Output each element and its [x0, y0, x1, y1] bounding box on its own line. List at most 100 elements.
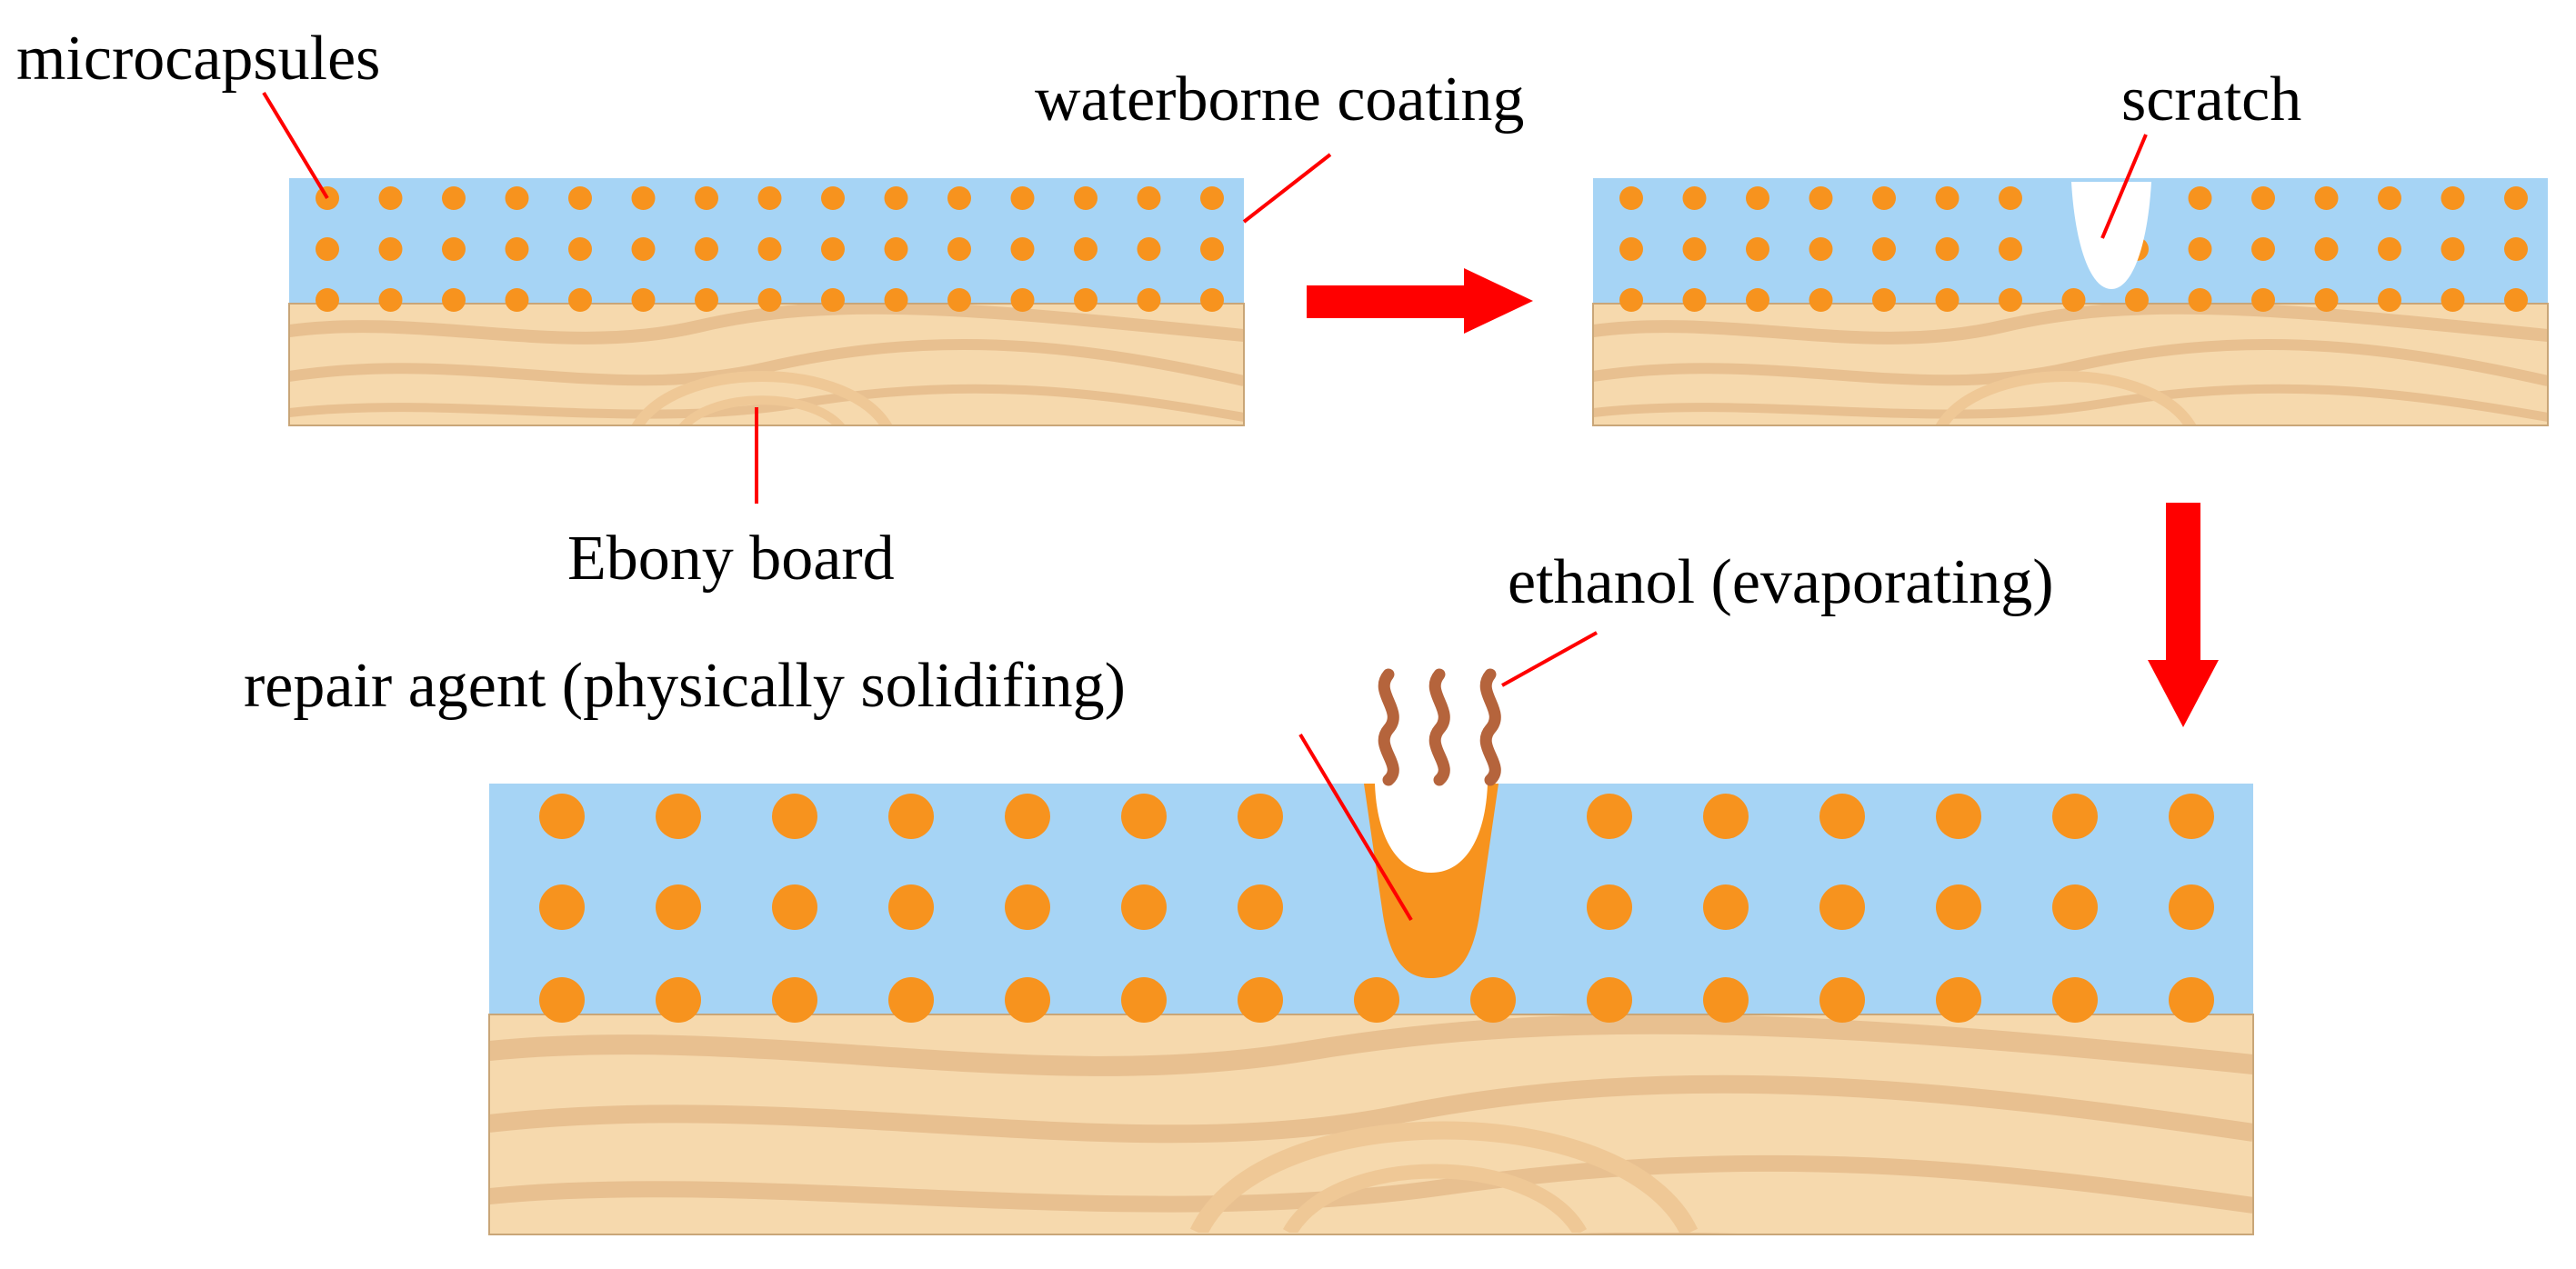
- arrow-right: [1307, 268, 1533, 334]
- leader-ethanol: [1501, 631, 1598, 687]
- microcapsule: [821, 186, 845, 210]
- microcapsule: [1074, 186, 1098, 210]
- label-waterborne-coating: waterborne coating: [1035, 65, 1525, 135]
- microcapsule: [1999, 237, 2022, 261]
- microcapsule: [442, 237, 466, 261]
- microcapsule: [757, 186, 782, 210]
- microcapsule: [2441, 237, 2465, 261]
- microcapsule: [1010, 186, 1035, 210]
- microcapsule: [884, 288, 908, 312]
- microcapsule: [1137, 237, 1161, 261]
- microcapsule: [2314, 237, 2339, 261]
- wood-board: [289, 304, 1244, 425]
- microcapsule: [888, 794, 934, 839]
- microcapsule: [947, 288, 971, 312]
- microcapsule: [695, 288, 718, 312]
- microcapsule: [1587, 794, 1632, 839]
- microcapsule: [1005, 977, 1050, 1023]
- microcapsule: [568, 288, 592, 312]
- microcapsule: [2251, 237, 2275, 261]
- microcapsule: [947, 186, 971, 210]
- microcapsule: [1010, 288, 1035, 312]
- microcapsule: [1238, 884, 1283, 930]
- microcapsule: [695, 186, 718, 210]
- microcapsule: [1682, 288, 1707, 312]
- leader-repair-agent: [1298, 733, 1413, 922]
- microcapsule: [1872, 237, 1896, 261]
- microcapsule: [631, 288, 656, 312]
- microcapsule: [442, 288, 466, 312]
- microcapsule: [1819, 977, 1865, 1023]
- coating-layer: [1593, 178, 2548, 304]
- microcapsule: [316, 237, 339, 261]
- microcapsule: [378, 288, 403, 312]
- label-microcapsules: microcapsules: [16, 24, 381, 94]
- wood-board: [489, 1014, 2253, 1234]
- microcapsule: [772, 794, 817, 839]
- microcapsule: [539, 794, 585, 839]
- microcapsule-grid: [1619, 186, 2528, 312]
- label-ebony-board: Ebony board: [567, 524, 895, 594]
- microcapsule: [568, 186, 592, 210]
- microcapsule: [2441, 288, 2465, 312]
- microcapsule: [2314, 288, 2339, 312]
- microcapsule: [1005, 794, 1050, 839]
- microcapsule: [442, 186, 466, 210]
- microcapsule: [1619, 237, 1643, 261]
- microcapsule: [947, 237, 971, 261]
- microcapsule: [2504, 288, 2528, 312]
- microcapsule: [2061, 288, 2086, 312]
- microcapsule: [1238, 794, 1283, 839]
- microcapsule: [1619, 186, 1643, 210]
- microcapsule: [1935, 237, 1960, 261]
- microcapsule: [821, 237, 845, 261]
- microcapsule: [1935, 186, 1960, 210]
- microcapsule: [1819, 794, 1865, 839]
- microcapsule: [1682, 237, 1707, 261]
- microcapsule: [1121, 977, 1167, 1023]
- microcapsule: [2188, 186, 2212, 210]
- microcapsule: [772, 977, 817, 1023]
- microcapsule: [2378, 288, 2401, 312]
- wood-board: [1593, 304, 2548, 425]
- label-ethanol: ethanol (evaporating): [1508, 547, 2054, 617]
- arrow-down: [2148, 503, 2219, 727]
- microcapsule: [568, 237, 592, 261]
- microcapsule: [2504, 186, 2528, 210]
- microcapsule-grid: [539, 794, 2214, 1023]
- microcapsule: [1809, 186, 1833, 210]
- microcapsule: [1200, 288, 1224, 312]
- microcapsule: [1935, 288, 1960, 312]
- microcapsule: [505, 186, 529, 210]
- vapor-wisp: [1479, 668, 1501, 786]
- microcapsule: [2169, 884, 2214, 930]
- microcapsule: [1703, 794, 1749, 839]
- vapor-wisps: [1378, 668, 1501, 786]
- microcapsule: [884, 237, 908, 261]
- scratch-groove: [2071, 182, 2151, 289]
- microcapsule: [2378, 237, 2401, 261]
- microcapsule: [2378, 186, 2401, 210]
- panel-scratched: [1592, 178, 2549, 426]
- microcapsule: [1703, 977, 1749, 1023]
- microcapsule: [656, 977, 701, 1023]
- microcapsule: [1746, 237, 1769, 261]
- microcapsule: [1682, 186, 1707, 210]
- microcapsule: [1819, 884, 1865, 930]
- microcapsule: [631, 186, 656, 210]
- microcapsule: [1354, 977, 1399, 1023]
- microcapsule: [884, 186, 908, 210]
- panel-repaired: [488, 668, 2254, 1235]
- microcapsule: [1238, 977, 1283, 1023]
- microcapsule: [1587, 977, 1632, 1023]
- microcapsule: [1936, 977, 1981, 1023]
- label-scratch: scratch: [2121, 65, 2302, 135]
- microcapsule: [2251, 186, 2275, 210]
- microcapsule: [1703, 884, 1749, 930]
- microcapsule: [1137, 186, 1161, 210]
- microcapsule: [2188, 288, 2212, 312]
- microcapsule: [1200, 186, 1224, 210]
- microcapsule: [1137, 288, 1161, 312]
- microcapsule: [539, 977, 585, 1023]
